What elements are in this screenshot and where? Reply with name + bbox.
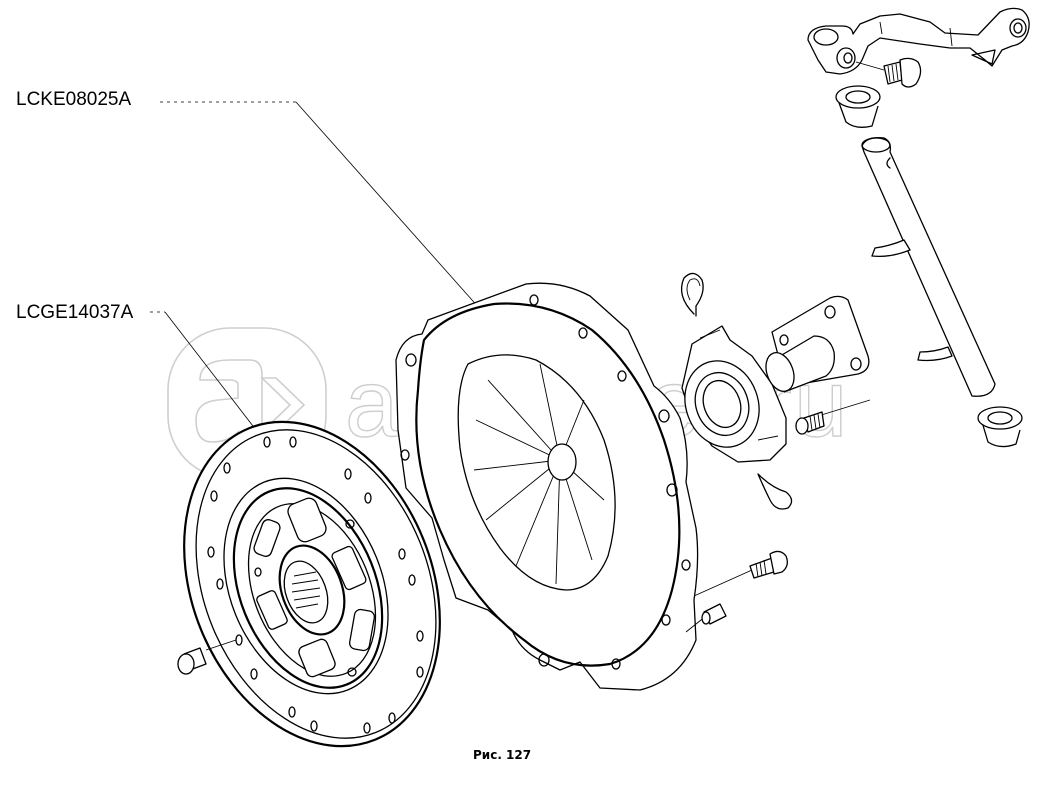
bearing-guide-sleeve[interactable] [761, 295, 870, 395]
clutch-release-fork-lever[interactable] [807, 7, 1030, 75]
damper-springs [253, 497, 376, 678]
disc-rivet-holes [207, 436, 424, 734]
retaining-clip-lower[interactable] [757, 473, 793, 510]
figure-caption: Рис. 127 [473, 748, 532, 762]
retaining-clip-upper[interactable] [680, 272, 704, 317]
lever-clamp-bolt[interactable] [855, 57, 922, 88]
disc-rivet-plug[interactable] [177, 639, 237, 675]
part-number-callout-driven-disc[interactable]: LCGE14037A [16, 302, 134, 323]
upper-bushing[interactable] [835, 85, 881, 128]
release-fork-shaft[interactable] [861, 137, 996, 397]
guide-sleeve-screw[interactable] [795, 399, 871, 435]
driven-disc[interactable] [138, 383, 486, 784]
pressure-plate-cover[interactable] [395, 282, 699, 691]
leader-line-1 [160, 101, 490, 320]
dowel-pin[interactable] [685, 603, 727, 633]
release-bearing[interactable] [673, 325, 787, 463]
part-number-callout-pressure-plate[interactable]: LCKE08025A [16, 89, 132, 110]
disc-hub [278, 544, 346, 636]
cover-mounting-bolt[interactable] [693, 550, 788, 597]
lower-bushing[interactable] [977, 406, 1023, 448]
diaphragm-spring-fingers [473, 363, 605, 585]
leader-line-2 [150, 311, 258, 432]
